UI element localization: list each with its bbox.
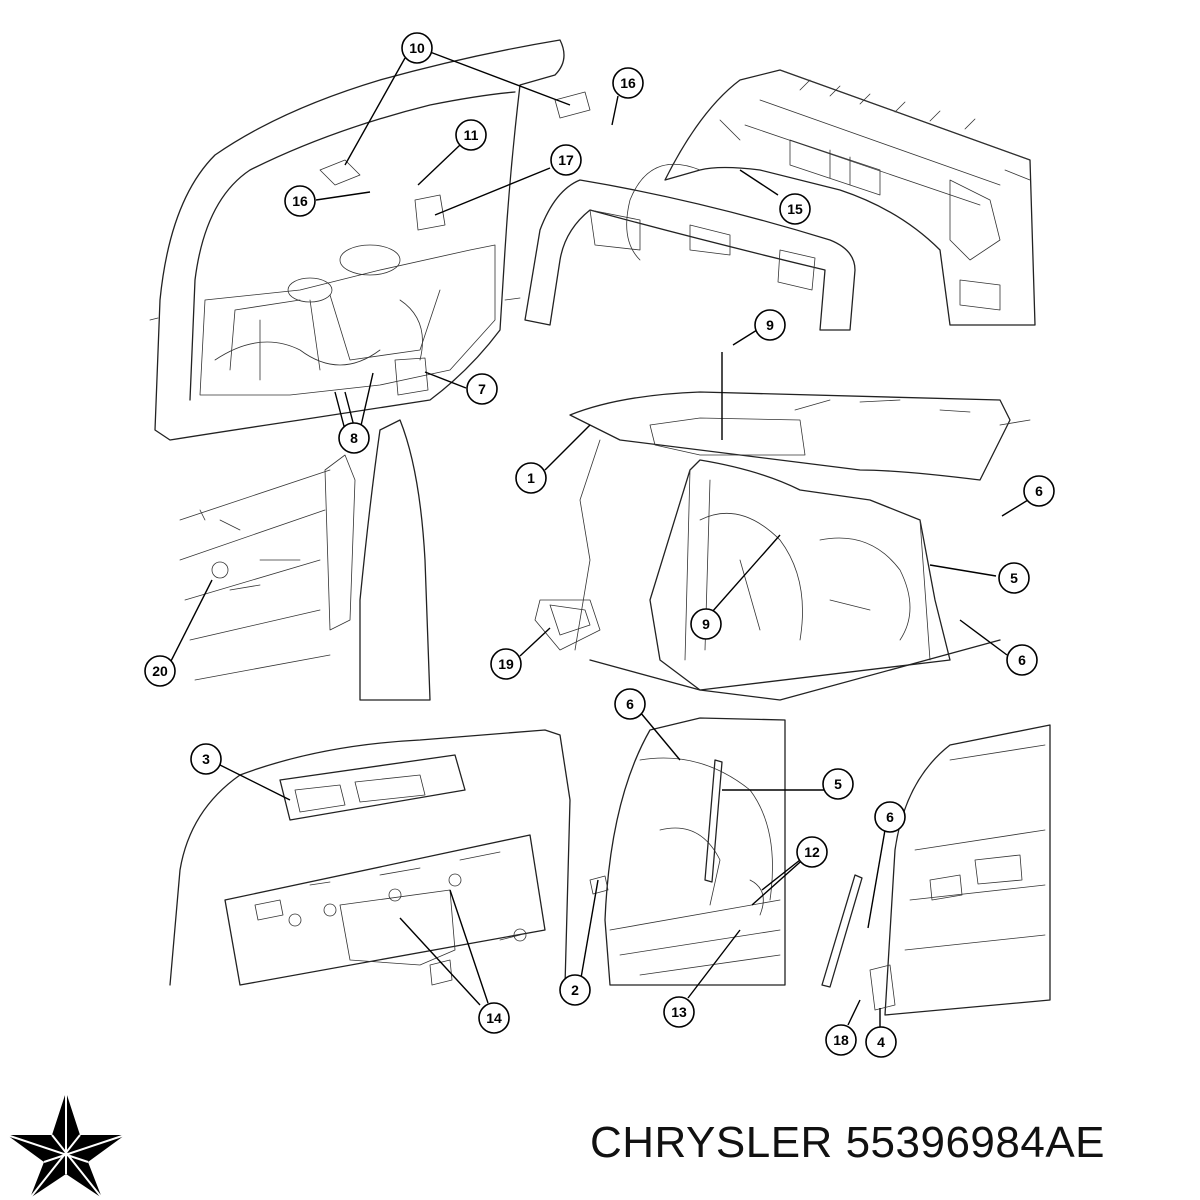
callout-6: 6 (1023, 475, 1055, 507)
brand-name: CHRYSLER (590, 1118, 833, 1167)
callout-5: 5 (822, 768, 854, 800)
svg-text:17: 17 (558, 152, 574, 168)
svg-text:14: 14 (486, 1010, 502, 1026)
callout-6: 6 (614, 688, 646, 720)
svg-text:19: 19 (498, 656, 514, 672)
callout-9: 9 (690, 608, 722, 640)
part-number-caption: CHRYSLER 55396984AE (590, 1118, 1105, 1168)
svg-text:9: 9 (702, 616, 710, 632)
svg-text:6: 6 (1018, 652, 1026, 668)
callout-10: 10 (401, 32, 433, 64)
callout-16: 16 (612, 67, 644, 99)
svg-text:16: 16 (292, 193, 308, 209)
cargo-strut-drawing (589, 717, 786, 986)
callout-4: 4 (865, 1026, 897, 1058)
callout-18: 18 (825, 1024, 857, 1056)
svg-text:10: 10 (409, 40, 425, 56)
svg-text:3: 3 (202, 751, 210, 767)
chrysler-pentastar-icon (5, 1090, 127, 1200)
callout-7: 7 (466, 373, 498, 405)
callout-8: 8 (338, 422, 370, 454)
svg-text:6: 6 (886, 809, 894, 825)
svg-text:11: 11 (464, 127, 479, 143)
svg-text:20: 20 (152, 663, 168, 679)
svg-text:18: 18 (833, 1032, 849, 1048)
svg-text:16: 16 (620, 75, 636, 91)
svg-text:1: 1 (527, 470, 535, 486)
callout-1: 1 (515, 462, 547, 494)
svg-text:8: 8 (350, 430, 358, 446)
svg-text:9: 9 (766, 317, 774, 333)
callout-11: 11 (455, 119, 487, 151)
callout-20: 20 (144, 655, 176, 687)
cargo-area-drawing (569, 391, 1031, 701)
svg-text:5: 5 (834, 776, 842, 792)
svg-text:7: 7 (478, 381, 486, 397)
callout-5: 5 (998, 562, 1030, 594)
callout-3: 3 (190, 743, 222, 775)
svg-text:4: 4 (877, 1034, 885, 1050)
liftgate-opening-drawing (524, 69, 1036, 331)
svg-text:12: 12 (804, 844, 820, 860)
svg-text:15: 15 (787, 201, 803, 217)
liftgate-trim-drawing (169, 729, 571, 986)
callout-6: 6 (874, 801, 906, 833)
callout-16: 16 (284, 185, 316, 217)
liftgate-inner-drawing (149, 39, 591, 441)
svg-text:5: 5 (1010, 570, 1018, 586)
svg-text:6: 6 (626, 696, 634, 712)
callout-2: 2 (559, 974, 591, 1006)
leader-lines (169, 51, 1029, 1030)
svg-text:13: 13 (671, 1004, 687, 1020)
callout-12: 12 (796, 836, 828, 868)
interior-side-drawing (179, 419, 601, 701)
svg-text:2: 2 (571, 982, 579, 998)
hinge-detail-drawing (821, 724, 1051, 1016)
callout-19: 19 (490, 648, 522, 680)
callout-9: 9 (754, 309, 786, 341)
svg-text:6: 6 (1035, 483, 1043, 499)
callout-14: 14 (478, 1002, 510, 1034)
callout-13: 13 (663, 996, 695, 1028)
part-number: 55396984AE (845, 1118, 1106, 1167)
callout-6: 6 (1006, 644, 1038, 676)
callout-15: 15 (779, 193, 811, 225)
callout-17: 17 (550, 144, 582, 176)
